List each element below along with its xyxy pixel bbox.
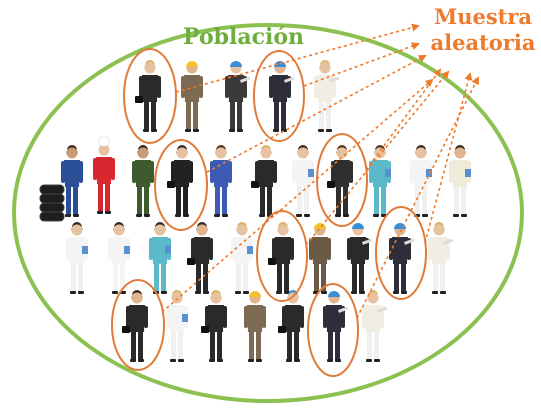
sampling-arrow [206,55,427,173]
sampling-arrow [305,70,450,246]
sampling-arrow [161,78,434,313]
sampling-arrows [161,23,479,319]
person-doctor [166,290,188,362]
person-mechanic [61,145,83,217]
person-businesswoman [167,145,193,217]
person-doctor [66,222,88,294]
random-sample-label: Muestra aleatoria [426,4,540,56]
selection-ring [111,279,165,371]
person-construction-worker [309,223,331,294]
person-businesswoman [268,222,294,294]
person-office-worker [362,290,388,362]
person-engineer [225,61,251,132]
person-businessman [122,290,148,362]
population-ellipse [12,23,524,403]
selection-ring [154,139,208,231]
person-nurse [108,222,130,294]
person-doctor [410,145,432,217]
person-doctor [231,222,253,294]
person-office-worker [314,60,340,132]
person-businessman [187,222,213,294]
population-title: Población [183,24,305,50]
person-engineer [269,61,295,132]
person-gardener [132,145,154,217]
person-businesswoman [251,145,277,217]
person-chef [93,136,115,214]
person-doctor [292,145,314,217]
sample-label-line2: aleatoria [430,30,536,55]
person-businesswoman [278,290,304,362]
sampling-arrow [356,76,479,319]
tire-stack-icon [39,184,65,222]
selection-rings [111,48,427,377]
people-group [39,60,471,362]
sampling-arrow [424,72,473,244]
person-office-worker [428,222,454,294]
selection-ring [253,50,305,142]
person-businesswoman [201,290,227,362]
sampling-arrow [303,42,420,87]
person-businesswoman [135,60,161,132]
person-engineer [323,291,349,362]
selection-ring [123,48,177,144]
person-nurse [149,222,171,294]
person-businesswoman [327,145,353,217]
person-engineer [389,223,415,294]
person-cleaner [210,145,232,217]
person-construction-worker [181,61,203,132]
sample-label-line1: Muestra [433,4,533,29]
selection-ring [256,210,308,302]
person-doctor [449,145,471,217]
sampling-arrow [365,68,442,171]
selection-ring [375,206,427,300]
selection-ring [316,133,368,227]
person-engineer [347,223,373,294]
selection-ring [307,283,359,377]
person-construction-worker [244,291,266,362]
